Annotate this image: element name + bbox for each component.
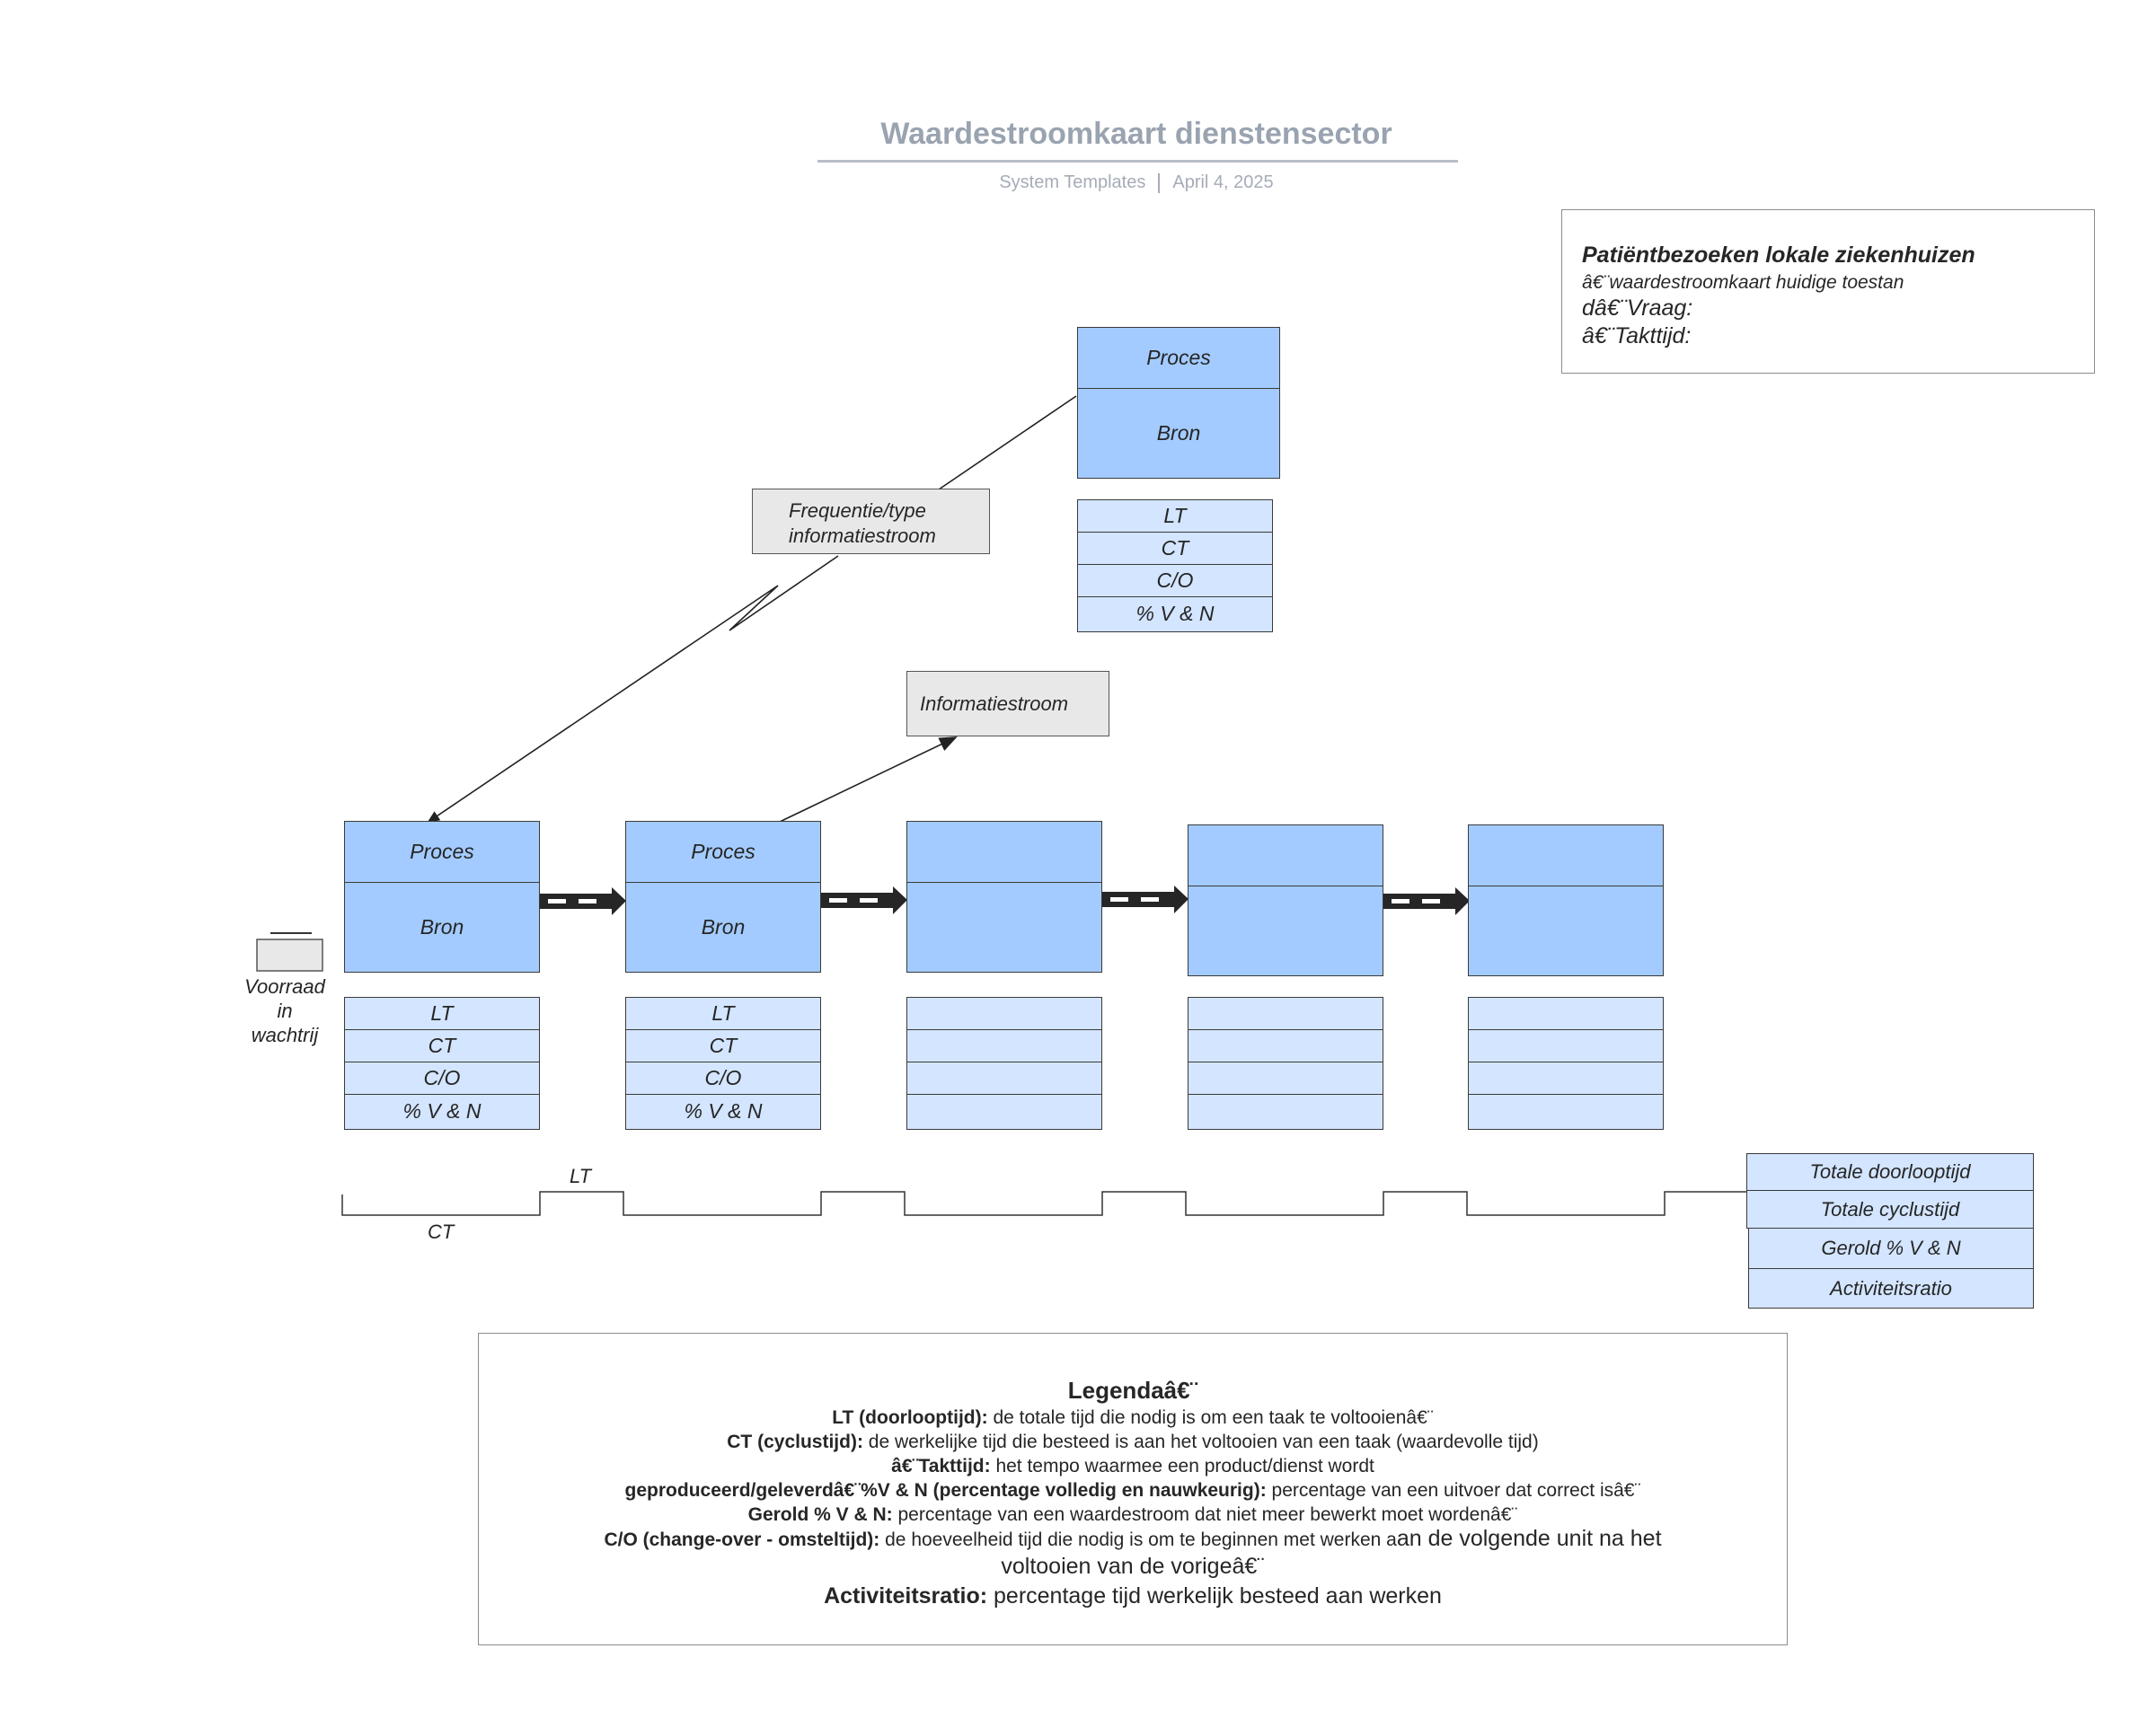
inventory-icon	[256, 939, 323, 972]
info-card-heading: Patiëntbezoeken lokale ziekenhuizen	[1582, 242, 1975, 268]
process-2-source: Bron	[701, 914, 746, 939]
process-3-source	[907, 882, 1101, 972]
process-5-title	[1469, 825, 1663, 886]
process-3-metric-lt	[907, 998, 1101, 1030]
top-process-box[interactable]: Proces Bron	[1077, 327, 1280, 479]
info-card[interactable]: Patiëntbezoeken lokale ziekenhuizen â€¨w…	[1561, 209, 2095, 374]
timeline-lt-label: LT	[570, 1165, 592, 1187]
process-2-metrics[interactable]: LT CT C/O % V & N	[625, 997, 821, 1130]
info-flow-line-top	[938, 395, 1077, 490]
timeline-ladder	[341, 1191, 1747, 1216]
process-5-metric-co	[1469, 1062, 1663, 1095]
electronic-info-flow	[427, 555, 839, 824]
process-5-metrics[interactable]	[1468, 997, 1664, 1130]
rolled-vn: Gerold % V & N	[1748, 1229, 2034, 1269]
meta-source: System Templates	[999, 172, 1146, 192]
meta-date: April 4, 2025	[1172, 172, 1274, 192]
process-2-metric-ct: CT	[626, 1030, 820, 1062]
process-4-metric-vn	[1188, 1095, 1383, 1127]
legend-heading: Legendaâ€¨	[1067, 1377, 1198, 1404]
process-box-5[interactable]	[1468, 824, 1664, 976]
total-lead-time: Totale doorlooptijd	[1746, 1153, 2034, 1191]
process-1-metric-co: C/O	[345, 1062, 539, 1095]
legend-rolled: Gerold % V & N: percentage van een waard…	[747, 1504, 1518, 1525]
process-2-metric-vn: % V & N	[684, 1098, 763, 1123]
process-5-metric-ct	[1469, 1030, 1663, 1062]
process-4-title	[1188, 825, 1383, 886]
inventory-label: Voorraad in wachtrij	[244, 975, 325, 1046]
process-box-2[interactable]: Proces Bron	[625, 821, 821, 973]
info-card-demand: dâ€¨Vraag:	[1582, 295, 1693, 321]
process-1-metric-lt: LT	[345, 998, 539, 1030]
push-arrow-2	[821, 886, 907, 914]
process-5-source	[1469, 886, 1663, 975]
process-4-metric-co	[1188, 1062, 1383, 1095]
legend-ct: CT (cyclustijd): de werkelijke tijd die …	[727, 1432, 1539, 1452]
process-1-metrics[interactable]: LT CT C/O % V & N	[344, 997, 540, 1130]
top-process-source: Bron	[1156, 420, 1201, 445]
metric-ct: CT	[1078, 533, 1272, 565]
process-box-4[interactable]	[1188, 824, 1383, 976]
push-arrow-3	[1102, 886, 1188, 913]
process-2-metric-co: C/O	[626, 1062, 820, 1095]
process-4-metrics[interactable]	[1188, 997, 1383, 1130]
informatiestroom-box[interactable]: Informatiestroom	[906, 671, 1109, 736]
legend-vn: geproduceerd/geleverdâ€¨%V & N (percenta…	[624, 1480, 1641, 1501]
total-cycle-time: Totale cyclustijd	[1746, 1191, 2034, 1229]
process-4-metric-lt	[1188, 998, 1383, 1030]
legend-lt: LT (doorlooptijd): de totale tijd die no…	[832, 1407, 1434, 1428]
top-process-metrics[interactable]: LT CT C/O % V & N	[1077, 499, 1273, 632]
metric-vn: % V & N	[1135, 601, 1215, 625]
info-flow-line-2	[779, 736, 958, 823]
process-1-metric-ct: CT	[345, 1030, 539, 1062]
process-1-source: Bron	[420, 914, 464, 939]
process-4-source	[1188, 886, 1383, 975]
legend-co: C/O (change-over - omsteltijd): de hoeve…	[604, 1526, 1662, 1551]
activity-ratio: Activiteitsratio	[1748, 1269, 2034, 1309]
timeline-ct-label: CT	[428, 1221, 455, 1243]
metric-lt: LT	[1078, 500, 1272, 533]
legend-co-cont: voltooien van de vorigeâ€¨	[1001, 1554, 1265, 1579]
process-5-metric-lt	[1469, 998, 1663, 1030]
legend-activity: Activiteitsratio: percentage tijd werkel…	[824, 1583, 1442, 1609]
process-3-title	[907, 822, 1101, 883]
title-underline	[817, 160, 1458, 163]
page-title: Waardestroomkaart dienstensector	[880, 117, 1392, 151]
process-5-metric-vn	[1469, 1095, 1663, 1127]
legend-box[interactable]: Legendaâ€¨ LT (doorlooptijd): de totale …	[478, 1333, 1788, 1645]
process-2-title: Proces	[626, 822, 820, 883]
process-3-metrics[interactable]	[906, 997, 1102, 1130]
process-2-metric-lt: LT	[626, 998, 820, 1030]
metric-co: C/O	[1078, 565, 1272, 597]
process-4-metric-ct	[1188, 1030, 1383, 1062]
page-meta: System Templates April 4, 2025	[0, 172, 2156, 193]
process-3-metric-co	[907, 1062, 1101, 1095]
info-card-subtitle: â€¨waardestroomkaart huidige toestan	[1582, 272, 1904, 293]
legend-takt: â€¨Takttijd: het tempo waarmee een produ…	[891, 1456, 1374, 1476]
process-3-metric-ct	[907, 1030, 1101, 1062]
frequency-info-box[interactable]: Frequentie/type informatiestroom	[752, 489, 990, 554]
process-box-1[interactable]: Proces Bron	[344, 821, 540, 973]
top-process-title: Proces	[1078, 328, 1279, 389]
push-arrow-1	[540, 887, 626, 915]
info-card-takt: â€¨Takttijd:	[1582, 323, 1692, 348]
push-arrow-4	[1383, 887, 1470, 915]
process-1-metric-vn: % V & N	[402, 1098, 482, 1123]
meta-separator	[1158, 172, 1161, 193]
process-1-title: Proces	[345, 822, 539, 883]
totals-table[interactable]: Totale doorlooptijd Totale cyclustijd Ge…	[1746, 1153, 2034, 1309]
process-box-3[interactable]	[906, 821, 1102, 973]
process-3-metric-vn	[907, 1095, 1101, 1127]
